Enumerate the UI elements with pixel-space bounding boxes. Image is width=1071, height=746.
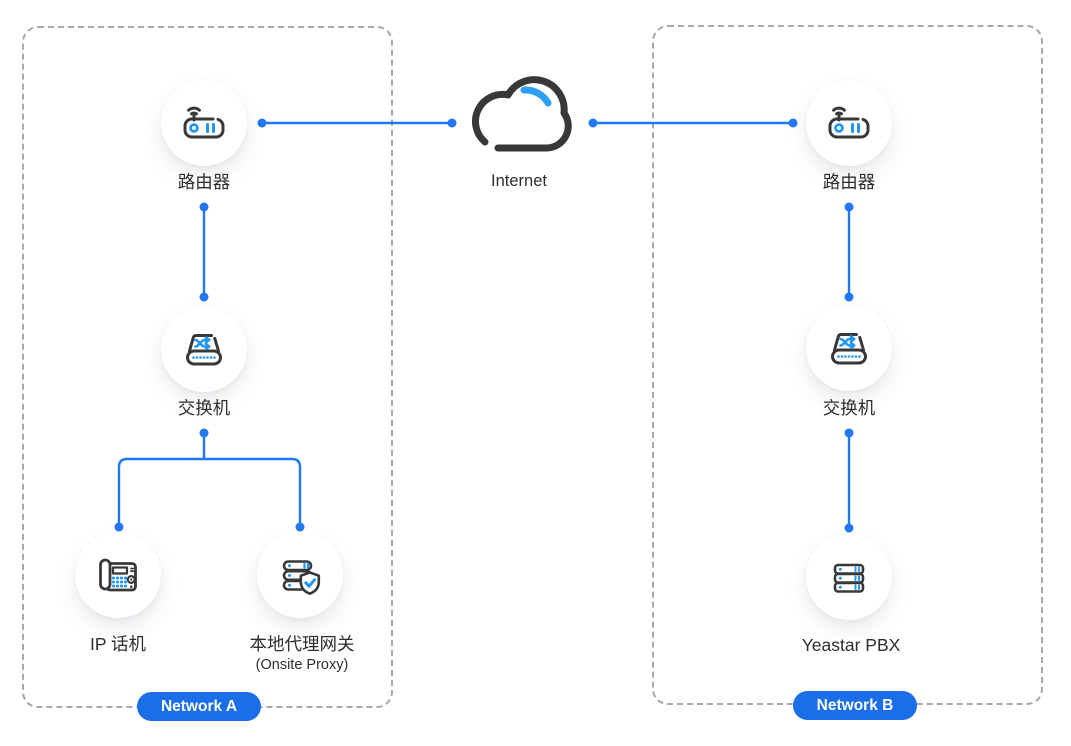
connector-switch-a-branch — [114, 428, 305, 532]
network-b-badge: Network B — [793, 691, 917, 720]
wifi-router-icon — [183, 106, 225, 139]
ip-phone-icon — [99, 558, 137, 592]
connector-router-a-switch-a — [199, 202, 209, 302]
internet-label: Internet — [491, 172, 547, 190]
network-switch-icon — [831, 333, 867, 365]
proxy-gateway-label-line2: (Onsite Proxy) — [255, 656, 349, 673]
node-ip-phone — [75, 532, 161, 618]
network-switch-icon — [186, 334, 222, 366]
cloud-icon — [472, 76, 572, 152]
proxy-gateway-label-line1: 本地代理网关 — [249, 634, 355, 654]
ip-phone-label: IP 话机 — [89, 634, 147, 654]
node-router-a — [161, 80, 247, 166]
node-pbx — [806, 534, 892, 620]
server-shield-icon — [282, 560, 321, 595]
pbx-label: Yeastar PBX — [801, 635, 901, 655]
connector-router-b-switch-b — [844, 202, 854, 302]
switch-b-label: 交换机 — [822, 398, 876, 418]
server-rack-icon — [833, 563, 865, 593]
proxy-gateway-label: 本地代理网关 (Onsite Proxy) — [212, 634, 392, 674]
connector-switch-b-pbx — [844, 428, 854, 533]
wifi-router-icon — [828, 106, 870, 139]
node-proxy-gateway — [257, 532, 343, 618]
connector-router-a-internet — [257, 118, 457, 128]
node-switch-b — [806, 305, 892, 391]
node-router-b — [806, 80, 892, 166]
router-a-label: 路由器 — [177, 172, 231, 192]
connector-internet-router-b — [588, 118, 798, 128]
network-a-badge: Network A — [137, 692, 261, 721]
router-b-label: 路由器 — [822, 172, 876, 192]
switch-a-label: 交换机 — [177, 398, 231, 418]
node-switch-a — [161, 306, 247, 392]
